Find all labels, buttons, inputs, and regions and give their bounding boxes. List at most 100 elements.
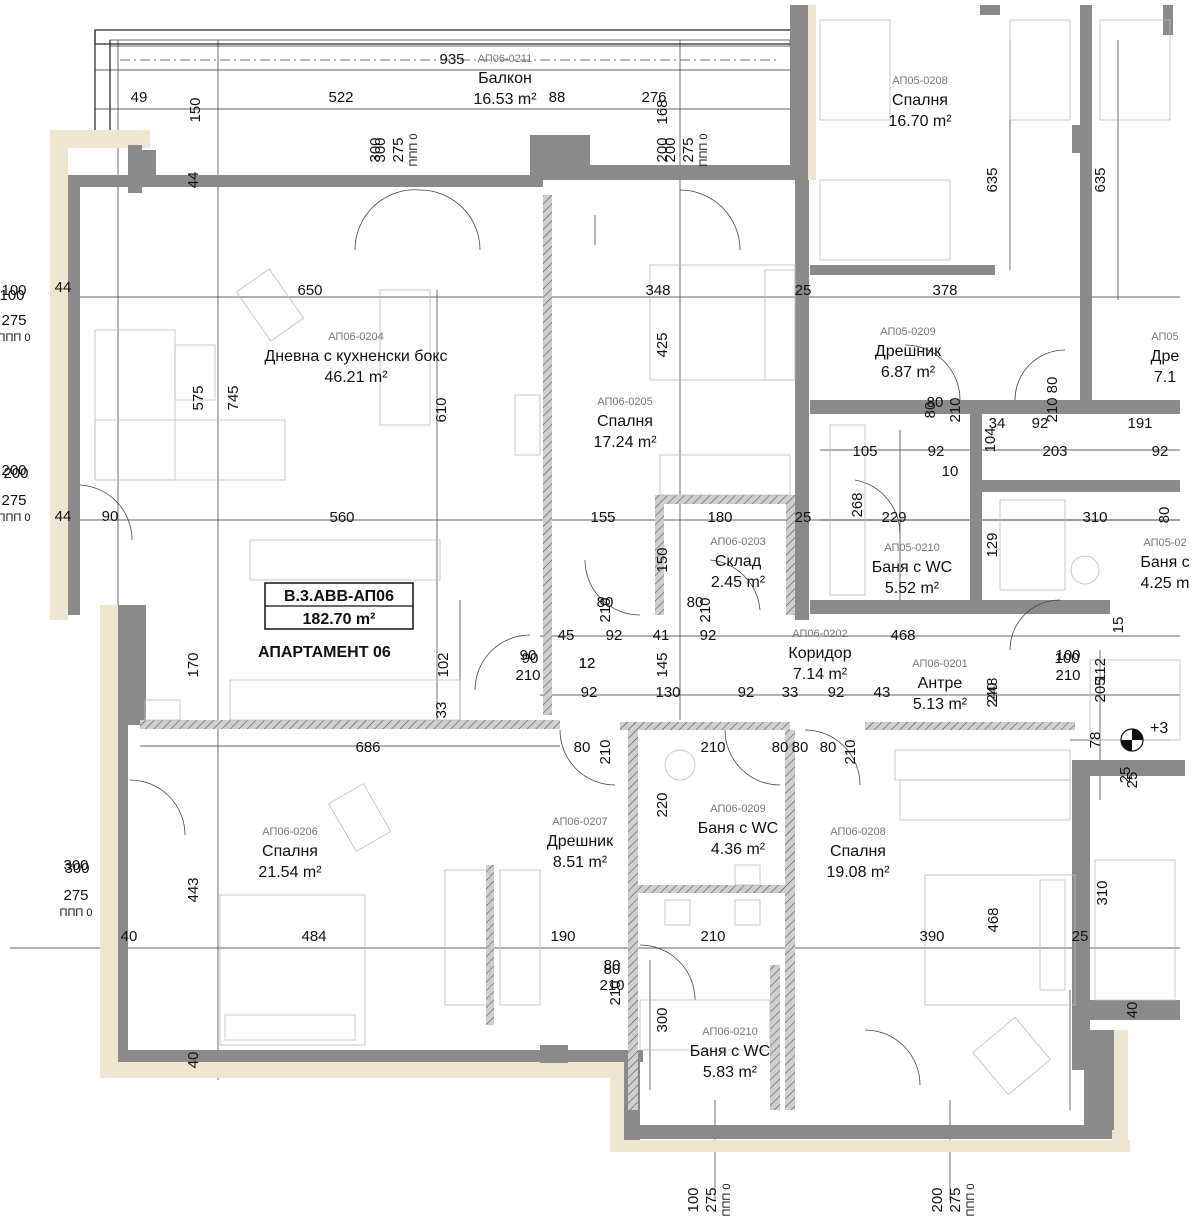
dimension-v: 15: [1110, 617, 1127, 634]
dimension-v: 425: [654, 332, 671, 357]
room-area: 5.83 m²: [703, 1064, 758, 1081]
dimension-v: 40: [185, 1052, 202, 1069]
dimension-h: 45: [558, 627, 575, 644]
room-id: АП06-0201: [912, 658, 968, 670]
room-name: Баня с WC: [872, 559, 952, 576]
apartment-code: В.3.АВВ-АП06: [284, 588, 394, 605]
room-name: Дневна с кухненски бокс: [264, 348, 447, 365]
dimension-v: 210: [1044, 397, 1061, 422]
room-area: 16.53 m²: [473, 91, 537, 108]
room-name: Спалня: [597, 413, 653, 430]
dimension-v: 745: [225, 385, 242, 410]
dimension-h: 43: [874, 684, 891, 701]
room-id: АП06-0208: [830, 826, 886, 838]
dimension-h: 80: [772, 739, 789, 756]
dimension-h: 40: [121, 928, 138, 945]
dimension-v: 443: [185, 877, 202, 902]
room-area: 17.24 m²: [593, 434, 657, 451]
dimension-h: 191: [1127, 415, 1152, 432]
dimension-h: 210: [700, 739, 725, 756]
door-width: 100: [1055, 647, 1080, 664]
dimension-h: 12: [579, 655, 596, 672]
room-id: АП06-0210: [702, 1026, 758, 1038]
dimension-h: 390: [919, 928, 944, 945]
room-name: Баня с WC: [698, 820, 778, 837]
room-id: АП05-02: [1143, 537, 1186, 549]
dimension-h: 92: [606, 627, 623, 644]
dimension-v: 248: [984, 677, 1001, 702]
dimension-h: 44: [55, 279, 72, 296]
room-name: Антре: [918, 675, 963, 692]
room-id: АП05-0210: [884, 542, 940, 554]
dimension-v: 210: [597, 739, 614, 764]
level-top: 200: [662, 137, 679, 162]
dimension-v: 150: [187, 97, 204, 122]
dimension-v: 240: [984, 682, 1001, 707]
level-mid: 275: [680, 137, 697, 162]
furniture: [94, 19, 1181, 1096]
dimension-h: 484: [301, 928, 326, 945]
room-id: АП05: [1151, 331, 1178, 343]
dimension-v: 25: [1124, 772, 1141, 789]
apartment-title: АПАРТАМЕНТ 06: [258, 644, 391, 661]
level-top: 200: [1, 462, 26, 479]
level-mid: 275: [703, 1187, 720, 1212]
dimension-h: 276: [641, 89, 666, 106]
dimension-v: 200: [654, 137, 671, 162]
dimension-v: 44: [185, 172, 202, 189]
level-mid: 275: [63, 887, 88, 904]
level-bot: ППП 0: [965, 1184, 977, 1217]
room-area: 21.54 m²: [258, 864, 322, 881]
room-name: Спалня: [262, 843, 318, 860]
dimension-v: 145: [654, 652, 671, 677]
level-bot: ППП 0: [698, 134, 710, 167]
dimension-h: 88: [549, 89, 566, 106]
doors: [79, 189, 1170, 1086]
dimension-h: 92: [581, 684, 598, 701]
dimension-h: 229: [881, 509, 906, 526]
apartment-area: 182.70 m²: [303, 611, 376, 628]
dimension-h: 44: [55, 508, 72, 525]
dimension-h: 105: [852, 443, 877, 460]
dimension-h: 155: [590, 509, 615, 526]
dimension-v: 33: [433, 702, 450, 719]
dimension-h: 200: [3, 465, 28, 482]
level-bot: ППП 0: [721, 1184, 733, 1217]
dimension-h: 650: [297, 282, 322, 299]
room-id: АП06-0204: [328, 331, 384, 343]
dimension-v: 635: [984, 167, 1001, 192]
dimension-v: 300: [654, 1007, 671, 1032]
dimension-h: 12: [579, 655, 596, 672]
dimension-v: 129: [984, 532, 1001, 557]
dimension-v: 205: [1092, 677, 1109, 702]
room-id: АП06-0203: [710, 536, 766, 548]
room-id: АП06-0207: [552, 816, 608, 828]
dimension-v: 80: [922, 402, 939, 419]
room-id: АП06-0205: [597, 396, 653, 408]
level-top: 200: [929, 1187, 946, 1212]
room-name: Дрешник: [875, 343, 942, 360]
dimension-h: 92: [928, 443, 945, 460]
dimension-h: 935: [439, 51, 464, 68]
level-top: 100: [1, 282, 26, 299]
dimension-v: 168: [654, 99, 671, 124]
room-name: Балкон: [478, 70, 532, 87]
dimension-v: 170: [185, 652, 202, 677]
level-bot: ППП 0: [0, 332, 30, 344]
level-bot: ППП 0: [60, 907, 93, 919]
dimension-h: 92: [1152, 443, 1169, 460]
dimension-h: 25: [795, 509, 812, 526]
level-mid: 275: [1, 492, 26, 509]
dimension-h: 130: [655, 684, 680, 701]
dimension-v: 25: [1117, 767, 1134, 784]
door-width: 80: [604, 957, 621, 974]
room-id: АП05-0209: [880, 326, 936, 338]
room-area: 6.87 m²: [881, 364, 936, 381]
dimension-v: 102: [435, 652, 452, 677]
level-top: 300: [63, 857, 88, 874]
dimension-h: 33: [782, 684, 799, 701]
dimension-v: 210: [597, 597, 614, 622]
dimension-h: 80: [927, 394, 944, 411]
